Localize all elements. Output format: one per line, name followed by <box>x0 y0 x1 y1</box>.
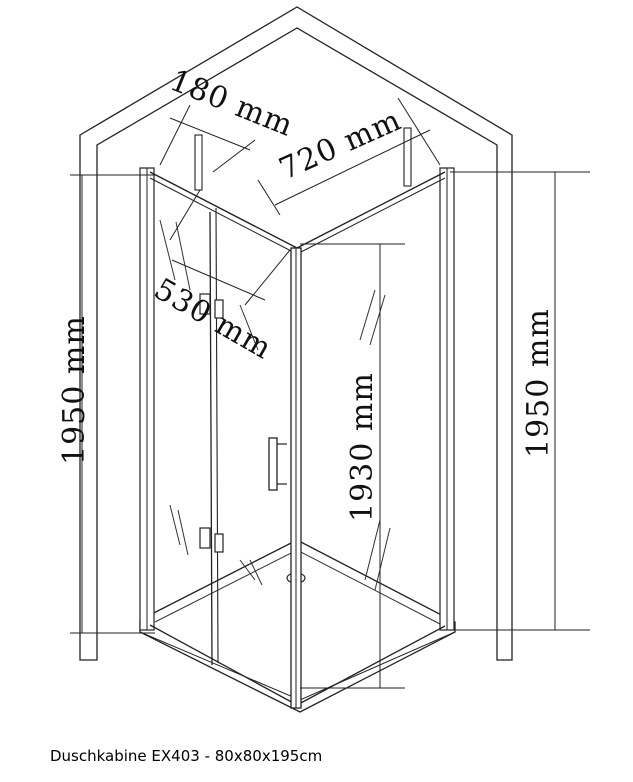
door-edge-inner <box>215 207 219 664</box>
glass-bottom-right <box>296 625 446 706</box>
door-handle <box>268 437 278 491</box>
glass-top-left <box>149 171 298 249</box>
glass-bottom-left <box>149 624 298 706</box>
dim-1950-left: 1950 mm <box>57 315 92 465</box>
wall-outline <box>79 6 513 661</box>
stabilizer-right <box>403 127 412 187</box>
glass-top-left-2 <box>149 177 298 255</box>
caption: Duschkabine EX403 - 80x80x195cm <box>50 747 323 765</box>
dim-1930: 1930 mm <box>345 372 380 522</box>
hinge-top-b <box>214 299 224 319</box>
glass-reflections <box>159 219 391 591</box>
glass-top-right-2 <box>296 177 446 255</box>
glass-top-right <box>296 171 446 249</box>
dim-1950-right: 1950 mm <box>521 308 556 458</box>
dim-530: 530 mm <box>148 272 278 367</box>
hinge-top-a <box>199 293 211 315</box>
dimension-lines <box>70 97 590 689</box>
hinge-bottom-a <box>199 527 211 549</box>
door-edge-outer <box>209 211 213 666</box>
hinge-bottom-b <box>214 533 224 553</box>
dim-180: 180 mm <box>165 63 298 144</box>
stabilizer-left <box>194 134 203 191</box>
